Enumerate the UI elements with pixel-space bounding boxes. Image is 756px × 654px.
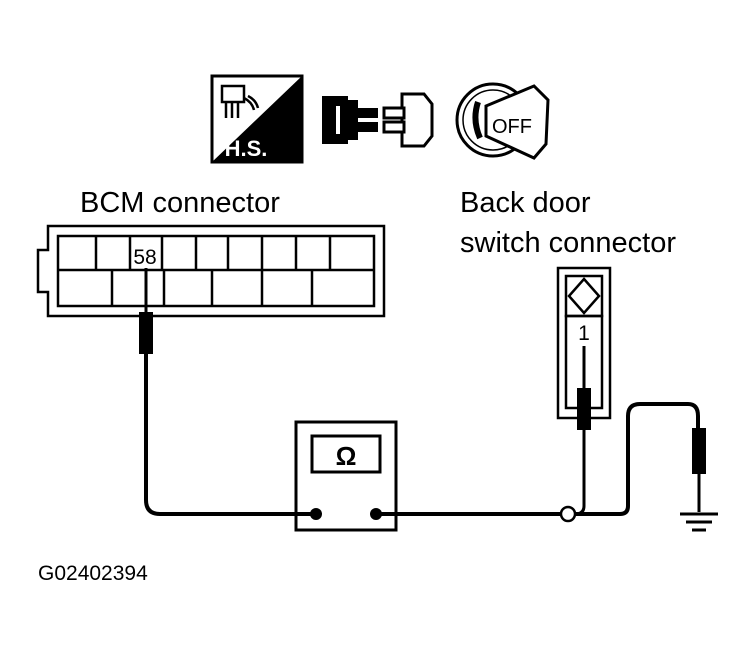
ground-probe [692,428,706,512]
connector-disconnect-icon [322,92,434,148]
ignition-off-label: OFF [492,116,532,138]
ground-icon [680,512,718,532]
ohmmeter [294,420,398,532]
figure-id: G02402394 [38,562,148,585]
ignition-key-off-icon: OFF [455,82,550,160]
ohm-symbol: Ω [336,441,357,471]
back-door-label-line2: switch connector [460,227,676,259]
back-door-probe [577,346,591,506]
test-leads [144,354,700,516]
bcm-probe [139,268,153,354]
back-door-label-line1: Back door [460,187,591,219]
bcm-connector [36,224,386,318]
harness-side-badge: H.S. [225,136,268,161]
junction-point [559,505,577,523]
bcm-connector-label: BCM connector [80,187,280,219]
probe-to-junction-wire [574,505,586,516]
back-door-terminal-number: 1 [578,322,590,345]
bcm-terminal-number: 58 [133,246,156,269]
back-door-switch-connector [556,266,612,420]
harness-side-icon: H.S. [210,74,304,164]
